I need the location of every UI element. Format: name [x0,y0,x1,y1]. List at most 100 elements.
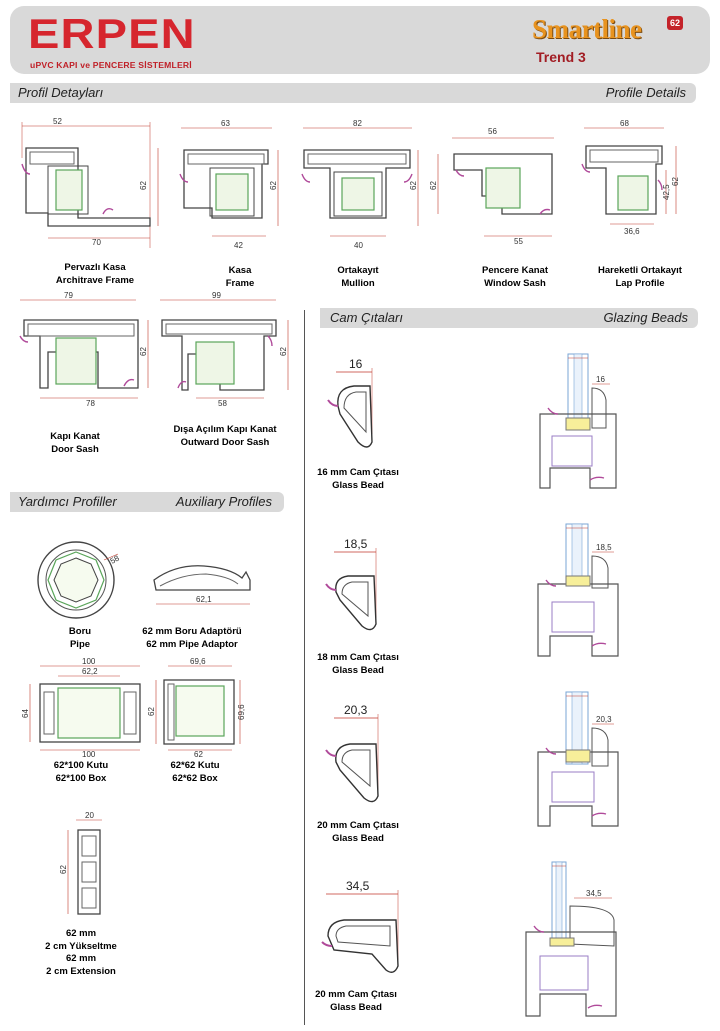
caption-en: Door Sash [51,443,99,455]
caption-en: 62 mm Pipe Adaptor [146,638,238,650]
box-62x62-drawing: 69,6 62 69,6 62 [147,657,246,759]
bead-34-assembly: 34,5 [525,861,617,1017]
dim-top: 56 [488,127,497,136]
dim-bottom: 42 [234,241,243,250]
caption-tr: Pervazlı Kasa [64,262,126,273]
caption-en: 62*100 Box [55,772,107,784]
dim-side: 64 [21,709,30,718]
dim-side2: 42,5 [662,184,671,200]
caption-en: Outward Door Sash [180,436,270,448]
caption-en: 62*62 Box [172,772,218,784]
caption-tr: Boru [68,626,92,637]
profile-details-title-en: Profile Details [605,85,686,100]
dim-small: 20,3 [596,715,612,724]
dim-bottom: 40 [354,241,363,250]
caption-tr: Ortakayıt [337,265,379,276]
dim-top: 68 [620,119,629,128]
caption-tr: Dışa Açılım Kapı Kanat [173,424,277,435]
dim-width: 34,5 [346,879,370,893]
caption-tr: Hareketli Ortakayıt [598,265,682,276]
brand-number-badge: 62 [667,16,683,30]
aux-profiles-header: Yardımcı Profiller Auxiliary Profiles [10,492,284,512]
dim-top: 82 [353,119,362,128]
aux-profiles-title-tr: Yardımcı Profiller [18,494,117,509]
caption-en: Pipe [69,638,91,650]
dim-bottom: 100 [82,750,96,759]
header-bar [10,6,710,74]
dim-width: 20,3 [344,703,368,717]
bead-16-drawing: 16 [327,357,373,448]
bead-16-assembly: 16 [539,353,617,489]
pipe-drawing: 58 [37,541,121,619]
profile-details-title-tr: Profil Detayları [18,85,104,100]
caption-tr: 16 mm Cam Çıtası [317,467,399,478]
logo-subtitle: uPVC KAPI ve PENCERE SİSTEMLERİ [30,60,192,70]
glazing-beads-title-en: Glazing Beads [603,310,688,325]
caption-tr: 62*100 Kutu [53,760,109,771]
dim-bottom: 78 [86,399,95,408]
caption-tr: 20 mm Cam Çıtası [315,989,397,1000]
dim-side: 62 [147,707,156,716]
caption-tr: Kapı Kanat [50,431,100,442]
dim-top: 99 [212,291,221,300]
caption-en: Glass Bead [332,664,384,676]
dim-top: 100 [82,657,96,666]
bead-20-drawing: 20,3 [325,703,379,803]
aux-profiles-title-en: Auxiliary Profiles [175,494,272,509]
caption-tr: 18 mm Cam Çıtası [317,652,399,663]
lap-profile-drawing: 68 62 42,5 36,6 [581,119,680,236]
bead-18-drawing: 18,5 [325,537,377,631]
glazing-beads-title-tr: Cam Çıtaları [330,310,403,325]
column-divider [304,310,305,1025]
dim-side: 62 [279,347,288,356]
caption-en: Frame [225,277,255,289]
extension-drawing: 20 62 [59,811,102,915]
dim-bottom: 62 [194,750,203,759]
dim-side: 62 [59,865,68,874]
caption-en: Glass Bead [332,832,384,844]
dim-side: 62 [139,347,148,356]
dim-side: 62 [139,181,148,190]
dim-top2: 62,2 [82,667,98,676]
dim-top: 20 [85,811,94,820]
dim-top: 79 [64,291,73,300]
dim-side2: 69,6 [237,704,246,720]
caption-tr: 62 mm Boru Adaptörü [142,626,242,637]
box-62x100-drawing: 100 62,2 64 100 [21,657,141,759]
caption-line1: 62 mm [65,928,97,939]
dim-top: 52 [53,117,62,126]
window-sash-drawing: 56 62 55 [429,127,554,246]
mullion-drawing: 82 62 40 [301,119,419,250]
caption-tr: Kasa [228,265,252,276]
dim-small: 16 [596,375,605,384]
pipe-adaptor-drawing: 62,1 [153,565,251,605]
caption-extension: 62 mm 2 cm Yükseltme 62 mm 2 cm Extensio… [36,928,126,978]
erpen-logo: ERPEN [28,10,196,57]
bead-34-drawing: 34,5 [321,879,399,973]
caption-line4: 2 cm Extension [46,965,116,977]
dim-top: 69,6 [190,657,206,666]
dim-width: 18,5 [344,537,368,551]
caption-en: Architrave Frame [55,274,135,286]
caption-tr: Pencere Kanat [481,265,548,276]
dim-side: 62 [269,181,278,190]
dim-bottom: 55 [514,237,523,246]
caption-en: Window Sash [484,277,546,289]
caption-en: Glass Bead [332,479,384,491]
dim-width: 16 [349,357,363,371]
architrave-frame-drawing: 52 62 70 [21,117,159,248]
glazing-beads-header: Cam Çıtaları Glazing Beads [320,308,698,328]
caption-line2: 2 cm Yükseltme [45,940,117,952]
dim-bottom: 36,6 [624,227,640,236]
smartline-logo: Smartline [532,14,642,44]
dim-side: 62 [409,181,418,190]
